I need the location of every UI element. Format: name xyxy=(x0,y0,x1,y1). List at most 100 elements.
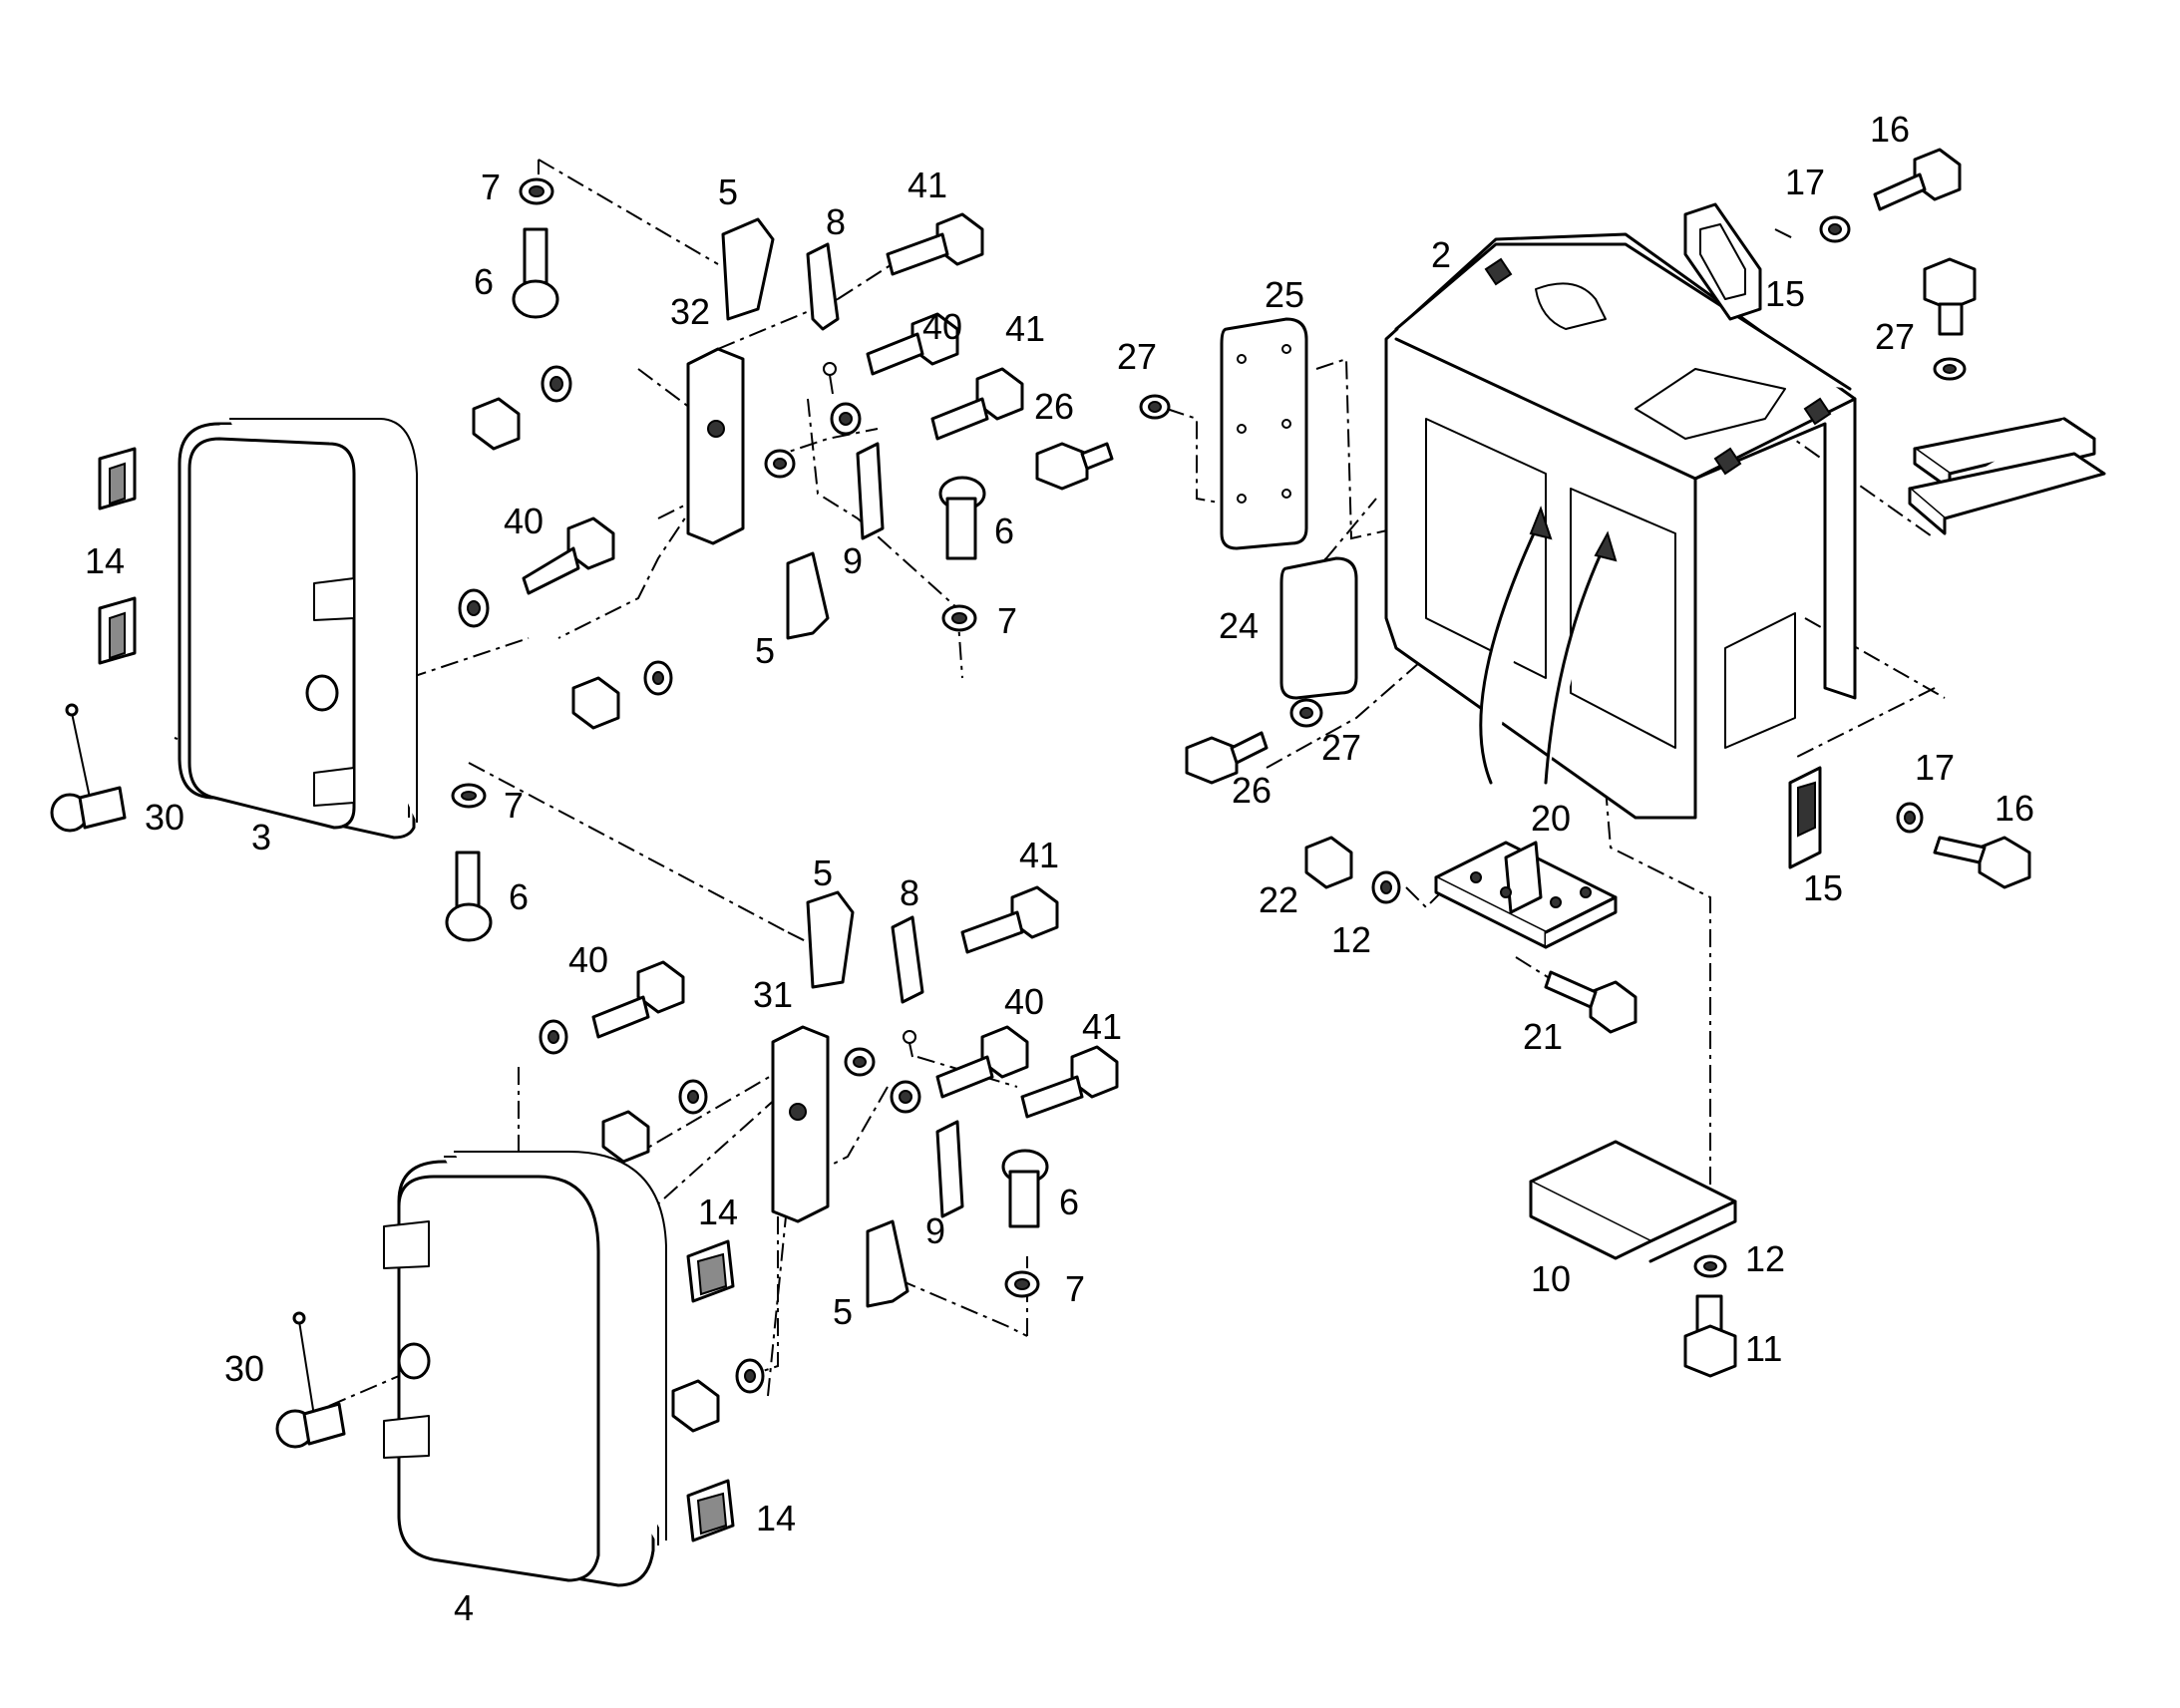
housing-frame xyxy=(1384,232,1857,820)
callout-2: 2 xyxy=(1431,234,1451,275)
screw-6-lower xyxy=(445,851,493,942)
washer-lower-1 xyxy=(678,1079,708,1115)
callout-6: 6 xyxy=(509,876,529,917)
callout-40: 40 xyxy=(568,939,608,980)
bolt-41-top-b xyxy=(930,367,1024,441)
callout-21: 21 xyxy=(1523,1016,1563,1057)
callout-27: 27 xyxy=(1117,336,1157,377)
callout-40: 40 xyxy=(922,306,962,347)
washer-12-upper xyxy=(1371,870,1401,904)
callout-17: 17 xyxy=(1915,747,1955,788)
clip-14-top xyxy=(98,447,137,511)
bolt-11 xyxy=(1683,1294,1737,1378)
washer-27-lower xyxy=(1289,698,1323,728)
screw-6-top xyxy=(512,227,559,319)
bolt-26-lower xyxy=(1185,731,1269,785)
bolt-40-mid xyxy=(522,516,615,595)
clip-5-top xyxy=(721,217,775,321)
hinge-plate-31 xyxy=(771,1025,830,1223)
strip-8-lower xyxy=(891,915,924,1004)
strip-9-lower xyxy=(935,1120,964,1218)
callout-40: 40 xyxy=(1004,981,1044,1022)
callout-16: 16 xyxy=(1870,109,1910,150)
callout-26: 26 xyxy=(1232,770,1272,811)
arrows-20 xyxy=(1479,506,1618,785)
washer-mid-2 xyxy=(643,660,673,696)
callout-10: 10 xyxy=(1531,1258,1571,1299)
callout-9: 9 xyxy=(843,540,863,581)
bolt-21 xyxy=(1544,970,1637,1034)
callout-31: 31 xyxy=(753,974,793,1015)
callout-17: 17 xyxy=(1785,162,1825,202)
bolt-26-upper xyxy=(1035,442,1114,491)
hinge-plate-32 xyxy=(686,347,745,545)
plate-15-top xyxy=(1683,202,1762,321)
bolt-40-lower-b xyxy=(935,1025,1029,1099)
washer-7-top xyxy=(519,177,554,205)
nut-lower-1 xyxy=(601,1110,650,1164)
callout-40: 40 xyxy=(504,501,544,541)
callout-15: 15 xyxy=(1765,273,1805,314)
callout-12: 12 xyxy=(1745,1238,1785,1279)
cover-plate-25 xyxy=(1220,317,1308,550)
bolt-40-top-a xyxy=(866,312,959,376)
callout-27: 27 xyxy=(1875,316,1915,357)
callout-14: 14 xyxy=(756,1498,796,1538)
washer-27-upper xyxy=(1139,394,1171,420)
washer-top-1 xyxy=(541,365,572,403)
callout-41: 41 xyxy=(1005,308,1045,349)
callout-26: 26 xyxy=(1034,386,1074,427)
callout-15: 15 xyxy=(1803,867,1843,908)
washer-27-top xyxy=(1933,357,1967,381)
washer-40-lower xyxy=(539,1019,568,1055)
callout-22: 22 xyxy=(1259,879,1298,920)
strip-8-top xyxy=(806,242,840,331)
washer-lower-2 xyxy=(844,1047,876,1077)
top-plate xyxy=(1908,417,2106,535)
callout-25: 25 xyxy=(1265,274,1304,315)
callout-6: 6 xyxy=(474,261,494,302)
callout-41: 41 xyxy=(1019,835,1059,875)
pin-top xyxy=(823,362,837,395)
leader-lines xyxy=(174,159,1946,1407)
nut-top-1 xyxy=(472,397,521,451)
nut-22 xyxy=(1304,836,1353,889)
callout-24: 24 xyxy=(1219,605,1259,646)
clip-5-mid xyxy=(786,551,830,640)
nut-mid xyxy=(571,676,620,730)
callout-5: 5 xyxy=(813,853,833,893)
washer-top-2 xyxy=(764,449,796,479)
clip-14-lower-b xyxy=(686,1479,735,1542)
callout-3: 3 xyxy=(251,817,271,857)
door-panel-4 xyxy=(383,1151,667,1587)
bolt-41-lower xyxy=(960,885,1059,954)
washer-lower-3 xyxy=(890,1080,921,1114)
callout-labels: 2 3 4 5 5 5 5 6 6 6 6 7 7 7 7 8 8 9 9 10… xyxy=(85,109,2034,1628)
callout-4: 4 xyxy=(454,1587,474,1628)
bolt-41-top xyxy=(886,212,984,276)
callout-14: 14 xyxy=(698,1192,738,1232)
nut-lower-2 xyxy=(671,1379,720,1433)
callout-11: 11 xyxy=(1745,1328,1782,1369)
bolt-16-bottom xyxy=(1933,836,2031,889)
washer-lower-4 xyxy=(735,1358,765,1394)
callout-8: 8 xyxy=(826,201,846,242)
cradle-10 xyxy=(1529,1140,1737,1263)
washer-7-mid xyxy=(941,604,977,632)
bolt-40-lower-a xyxy=(591,960,685,1039)
washer-12-lower xyxy=(1693,1254,1727,1278)
callout-41: 41 xyxy=(1082,1006,1122,1047)
handle-30-lower xyxy=(275,1311,346,1449)
callout-14: 14 xyxy=(85,540,125,581)
strip-9-top xyxy=(856,442,885,540)
plate-15-bottom xyxy=(1788,766,1822,869)
clip-14-lower-a xyxy=(686,1239,735,1303)
callout-30: 30 xyxy=(224,1348,264,1389)
callout-7: 7 xyxy=(1065,1268,1085,1309)
callout-12: 12 xyxy=(1331,919,1371,960)
callout-7: 7 xyxy=(504,785,524,826)
washer-17-bottom xyxy=(1896,802,1924,834)
bolt-16-top xyxy=(1873,148,1962,211)
cover-plate-24 xyxy=(1279,556,1358,700)
